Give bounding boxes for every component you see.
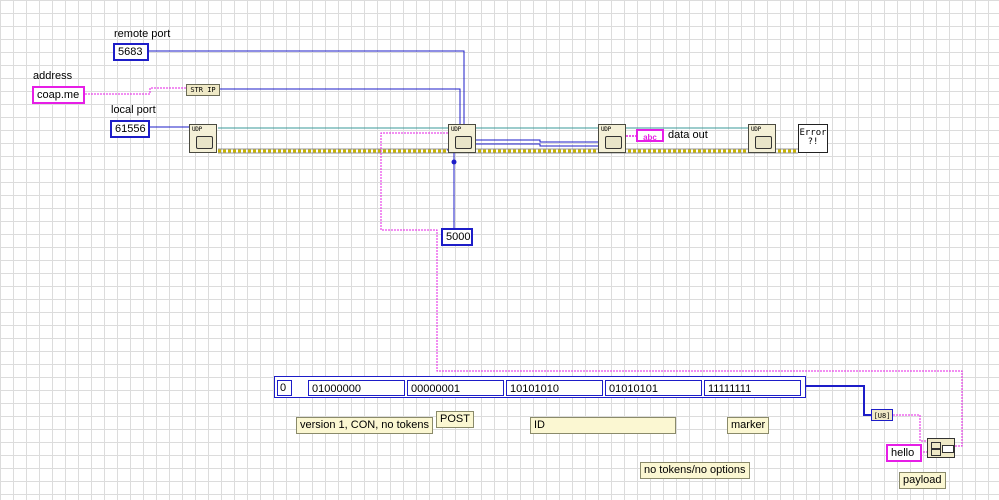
data-out-indicator-icon[interactable]: abc (636, 129, 664, 142)
array-element[interactable]: 10101010 (506, 380, 603, 396)
udp-open-label: UDP (192, 126, 202, 133)
udp-open-icon (196, 136, 213, 149)
concat-input-b-icon (931, 449, 941, 456)
u8-to-concat-wire (893, 414, 927, 442)
note-post: POST (436, 411, 474, 428)
note-options: no tokens/no options (640, 462, 750, 479)
array-index[interactable]: 0 (277, 380, 292, 396)
concat-output-icon (942, 445, 954, 453)
udp-close-label: UDP (751, 126, 761, 133)
payload-label: payload (899, 472, 946, 489)
udp-read-node[interactable]: UDP (598, 124, 626, 153)
remote-port-wire (145, 50, 465, 126)
udp-write-label: UDP (451, 126, 461, 133)
array-element[interactable]: 01000000 (308, 380, 405, 396)
array-element[interactable]: 00000001 (407, 380, 504, 396)
concat-input-a-icon (931, 442, 941, 449)
payload-input[interactable]: hello (886, 444, 922, 462)
udp-read-icon (605, 136, 622, 149)
byte-array-to-string-node[interactable]: [U8] (871, 409, 893, 421)
address-label: address (33, 70, 73, 82)
note-marker: marker (727, 417, 770, 434)
address-input[interactable]: coap.me (32, 86, 85, 104)
address-wire (82, 87, 186, 95)
error-handler-icon[interactable]: Error ?! (798, 124, 828, 153)
remote-port-label: remote port (114, 28, 171, 40)
udp-open-node[interactable]: UDP (189, 124, 217, 153)
coap-header-array[interactable]: 0 01000000 00000001 10101010 01010101 11… (274, 376, 806, 398)
udp-close-node[interactable]: UDP (748, 124, 776, 153)
note-version: version 1, CON, no tokens (296, 417, 434, 434)
array-wire (805, 385, 871, 416)
array-element[interactable]: 01010101 (605, 380, 702, 396)
ip-wire (218, 88, 461, 126)
concatenate-strings-icon[interactable] (927, 438, 955, 458)
udp-read-label: UDP (601, 126, 611, 133)
udp-write-node[interactable]: UDP (448, 124, 476, 153)
local-port-input[interactable]: 61556 (110, 120, 150, 138)
udp-write-icon (455, 136, 472, 149)
write-read-wire-2 (476, 143, 598, 147)
data-out-label: data out (668, 129, 708, 141)
udp-close-icon (755, 136, 772, 149)
timeout-constant[interactable]: 5000 (441, 228, 473, 246)
payload-wire (380, 132, 963, 447)
note-id: ID (530, 417, 676, 434)
write-read-wire-1 (476, 139, 598, 143)
array-element[interactable]: 11111111 (704, 380, 801, 396)
remote-port-input[interactable]: 5683 (113, 43, 149, 61)
string-to-ip-node[interactable]: STR IP (186, 84, 220, 96)
local-port-label: local port (111, 104, 156, 116)
timeout-junction (451, 159, 457, 165)
